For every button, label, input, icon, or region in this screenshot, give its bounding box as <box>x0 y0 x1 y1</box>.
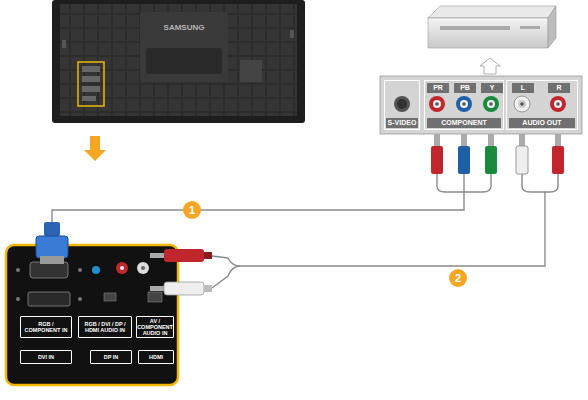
jack-label: PB <box>454 83 476 93</box>
port-label: RGB / COMPONENT IN <box>20 316 72 338</box>
monitor-port-panel <box>6 245 178 385</box>
output-section: S-VIDEO <box>384 80 420 130</box>
port-name: DVI IN <box>38 354 54 360</box>
port-name: HDMI <box>149 354 163 360</box>
monitor-back <box>52 0 305 123</box>
port-name: RGB / DVI / DP / HDMI AUDIO IN <box>81 321 129 333</box>
output-section: PR PB Y COMPONENT <box>424 80 504 130</box>
rca-plug <box>431 134 564 174</box>
av-output-panel <box>380 76 582 134</box>
port-label: RGB / DVI / DP / HDMI AUDIO IN <box>78 316 132 338</box>
vga-plug <box>36 222 68 264</box>
port-label: AV / COMPONENT AUDIO IN <box>136 316 174 338</box>
port-name: DP IN <box>104 354 119 360</box>
callout-number: 2 <box>449 269 467 287</box>
jack-label: COMPONENT <box>427 118 501 128</box>
jack-label: Y <box>481 83 503 93</box>
rca-plug <box>150 249 212 295</box>
jack-label: R <box>548 83 570 93</box>
jack-label: L <box>512 83 534 93</box>
output-section: L R AUDIO OUT <box>506 80 578 130</box>
brand-logo: SAMSUNG <box>150 22 218 34</box>
port-label: HDMI <box>138 350 174 364</box>
jack-label: AUDIO OUT <box>509 118 575 128</box>
jack-label: S-VIDEO <box>386 118 418 128</box>
jack-label: PR <box>427 83 449 93</box>
port-label: DP IN <box>90 350 132 364</box>
callout-number: 1 <box>183 201 201 219</box>
dvd-player <box>428 6 556 74</box>
port-label: DVI IN <box>20 350 72 364</box>
zoom-arrow <box>84 136 106 161</box>
port-name: RGB / COMPONENT IN <box>23 321 69 333</box>
port-name: AV / COMPONENT AUDIO IN <box>137 318 173 336</box>
